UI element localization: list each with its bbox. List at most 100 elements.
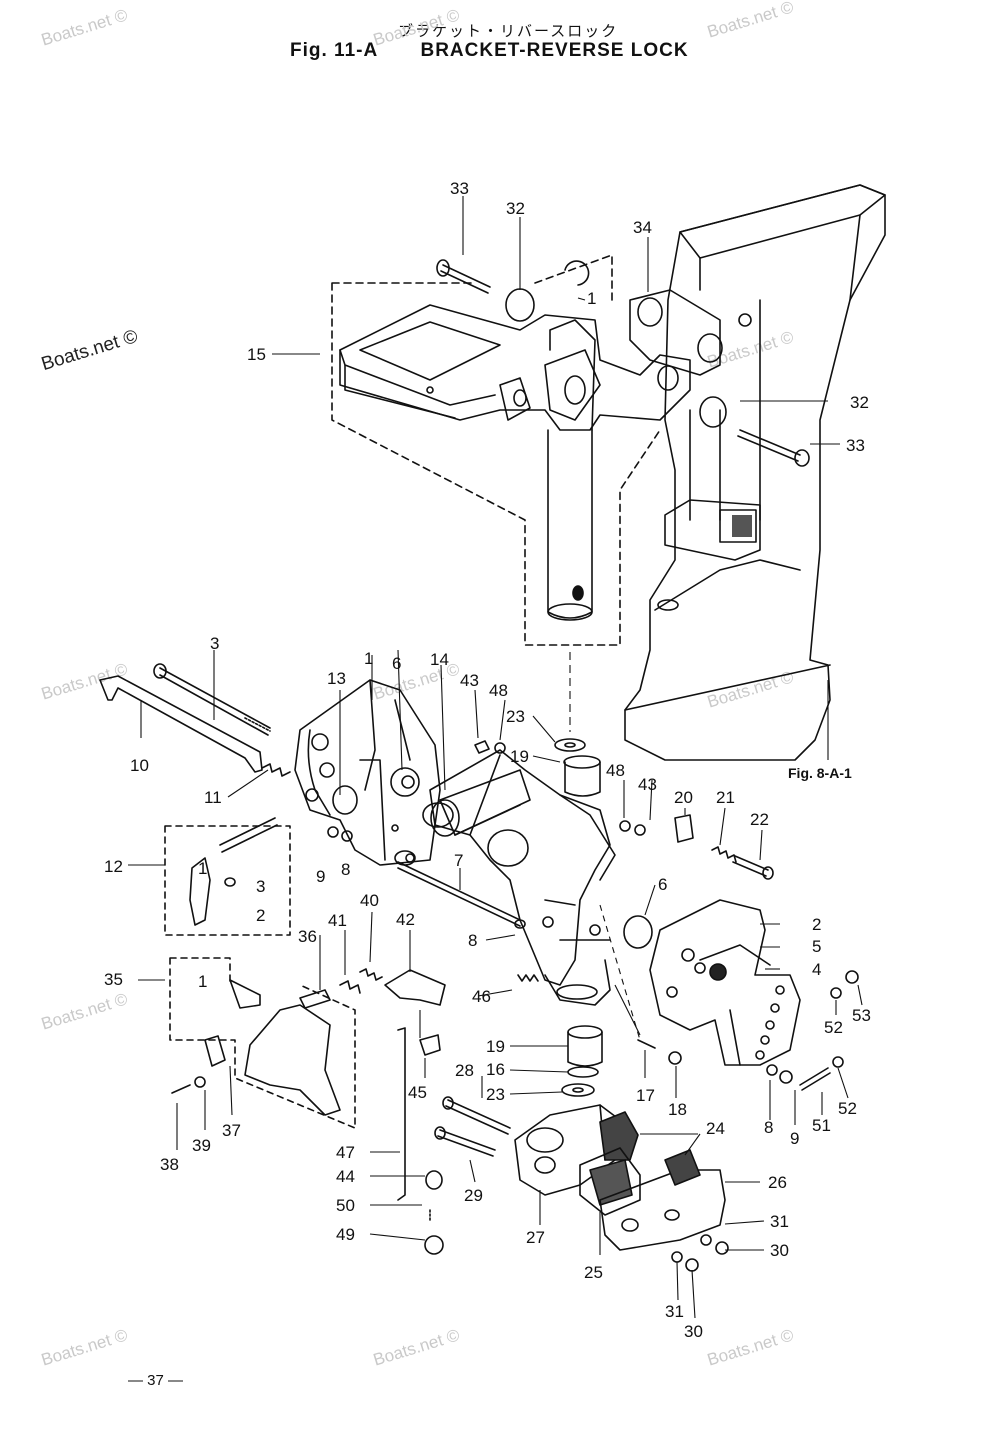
part-label: 43: [460, 671, 479, 690]
part-label: 13: [327, 669, 346, 688]
part-label: 31: [770, 1212, 789, 1231]
bolt-22: [732, 855, 769, 877]
part-label: 18: [668, 1100, 687, 1119]
bushing-6-right: [623, 915, 653, 949]
part-label: 34: [633, 218, 652, 237]
part-label: 51: [812, 1116, 831, 1135]
lever-42: [384, 969, 446, 1006]
part-labels: 1 1 1 1 2 2 3 3 4 5 6 6 7 8 8 8 9 9 10 1…: [104, 179, 871, 1341]
part-label: 9: [316, 867, 325, 886]
part-label: 38: [160, 1155, 179, 1174]
bushing-upper: [563, 755, 601, 797]
part-label: 8: [468, 931, 477, 950]
bolt-51: [799, 1067, 831, 1091]
lower-mount-cover: [599, 1149, 726, 1251]
drive-shaft-housing: [624, 184, 886, 761]
spring-21: [711, 846, 737, 863]
rod-44: [397, 1027, 406, 1201]
part-label: 23: [486, 1085, 505, 1104]
bolt-33-left: [440, 264, 491, 294]
part-label: 30: [770, 1241, 789, 1260]
part-label: 10: [130, 756, 149, 775]
figure-name: BRACKET-REVERSE LOCK: [420, 40, 689, 61]
part-label: 12: [104, 857, 123, 876]
part-label: 1: [364, 649, 373, 668]
part-label: 8: [341, 860, 350, 879]
nut-8: [341, 830, 353, 842]
spring-41: [339, 980, 361, 994]
part-label: 20: [674, 788, 693, 807]
part-label: 47: [336, 1143, 355, 1162]
lever-12: [189, 857, 211, 926]
washer-48: [494, 742, 506, 754]
knob-1: [229, 979, 261, 1009]
part-label: 22: [750, 810, 769, 829]
mount-rubber-32-right: [699, 396, 727, 428]
callout-box-12: [164, 825, 291, 936]
part-label: 44: [336, 1167, 355, 1186]
page-number: — 37 —: [128, 1372, 184, 1389]
part-label: 32: [850, 393, 869, 412]
mount-rubber-32-left: [505, 288, 535, 322]
spring-40: [359, 968, 383, 981]
part-label: 19: [486, 1037, 505, 1056]
spring-46: [517, 974, 539, 982]
part-label: 24: [706, 1119, 725, 1138]
part-label: 46: [472, 987, 491, 1006]
lower-mount-rubber: [579, 1111, 641, 1216]
part-label: 27: [526, 1228, 545, 1247]
part-label: 39: [192, 1136, 211, 1155]
part-label: 31: [665, 1302, 684, 1321]
part-label: 6: [658, 875, 667, 894]
part-label: 43: [638, 775, 657, 794]
bolt-28: [445, 1099, 511, 1135]
bushing-6-left: [332, 785, 358, 815]
circlip-1: [564, 260, 590, 286]
part-label: 17: [636, 1086, 655, 1105]
part-label: 26: [768, 1173, 787, 1192]
cap-18: [668, 1051, 682, 1065]
part-label: 7: [454, 851, 463, 870]
part-label: 41: [328, 911, 347, 930]
bolt-33-right: [737, 429, 801, 462]
plate-37: [204, 1035, 226, 1067]
part-label: 1: [587, 289, 596, 308]
part-label: 42: [396, 910, 415, 929]
clip-45: [419, 1034, 441, 1056]
clamp-bolt: [153, 663, 271, 736]
part-label: 1: [198, 972, 207, 991]
japanese-title: ブラケット・リバースロック: [398, 22, 619, 40]
washer-39: [194, 1076, 206, 1088]
part-label: 37: [222, 1121, 241, 1140]
part-label: 33: [450, 179, 469, 198]
part-label: 48: [489, 681, 508, 700]
part-label: 2: [256, 906, 265, 925]
part-label: 4: [812, 960, 821, 979]
bushing-6-mid: [390, 767, 420, 797]
lever-bracket: [244, 1004, 341, 1116]
part-label: 11: [204, 788, 222, 807]
part-label: 9: [790, 1129, 799, 1148]
figure-number: Fig. 11-A: [290, 40, 379, 61]
part-label: 1: [198, 859, 207, 878]
part-label: 28: [455, 1061, 474, 1080]
part-label: 25: [584, 1263, 603, 1282]
part-label: 8: [764, 1118, 773, 1137]
part-label: 49: [336, 1225, 355, 1244]
spring-11: [261, 763, 291, 777]
grease-fitting-17: [637, 1039, 656, 1049]
ring-16: [567, 1066, 599, 1078]
part-label: 53: [852, 1006, 871, 1025]
part-label: 15: [247, 345, 266, 364]
part-label: 3: [256, 877, 265, 896]
part-label: 16: [486, 1060, 505, 1079]
part-label: 30: [684, 1322, 703, 1341]
part-label: 6: [392, 654, 401, 673]
swivel-bracket: [422, 749, 616, 1006]
part-label: 21: [716, 788, 735, 807]
steering-shaft: [547, 319, 596, 621]
part-label: 36: [298, 927, 317, 946]
cap-49: [424, 1235, 444, 1255]
part-label: 40: [360, 891, 379, 910]
